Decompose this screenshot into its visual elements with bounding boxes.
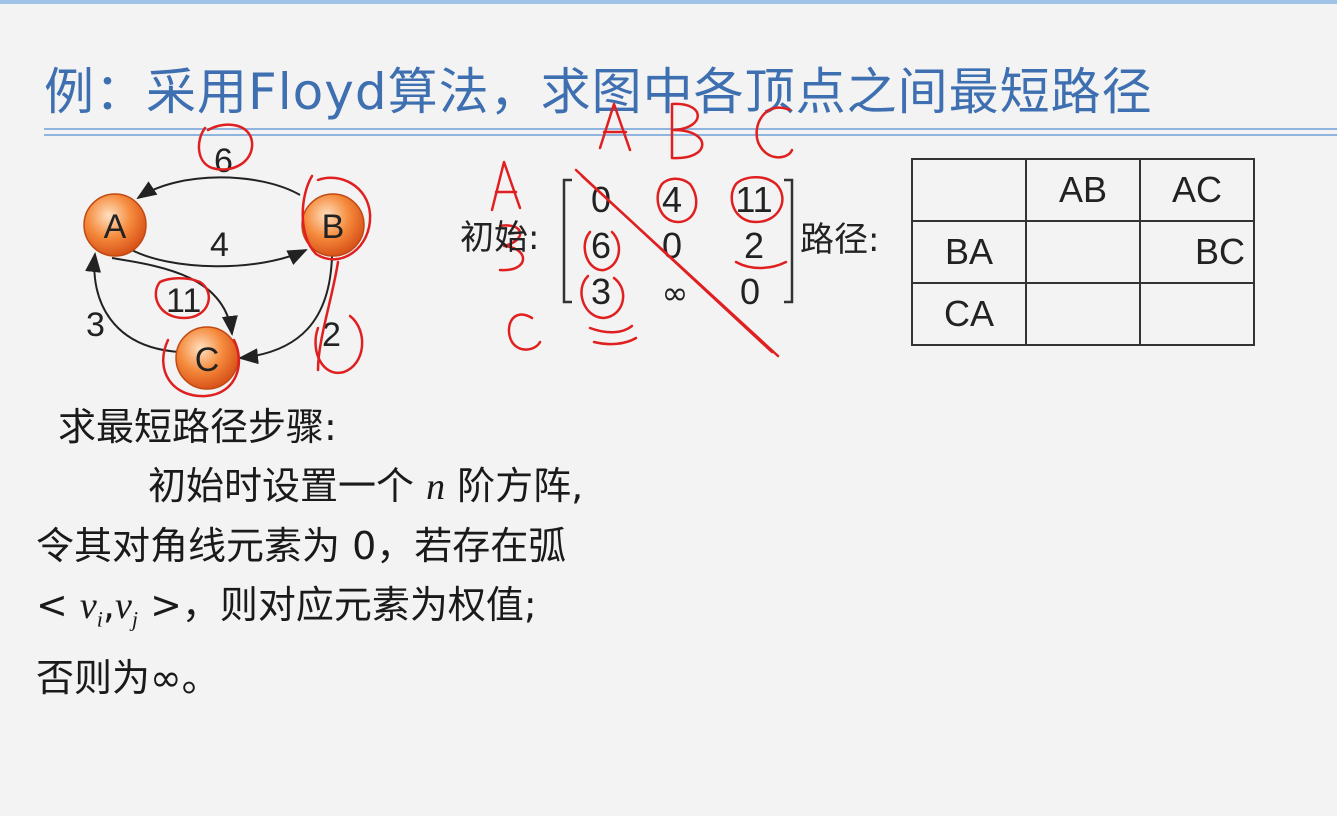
table-cell: AC	[1139, 158, 1255, 222]
edge-weight: 4	[210, 226, 229, 264]
node-B: B	[301, 193, 365, 257]
steps-text-fragment: ,	[102, 583, 116, 627]
table-row: CA	[911, 282, 1255, 346]
title-rule	[44, 134, 1337, 136]
matrix-cell: 2	[744, 225, 764, 266]
steps-line: 令其对角线元素为 0，若存在弧	[36, 524, 567, 568]
matrix-left-bracket	[562, 178, 572, 304]
node-label: C	[195, 341, 220, 379]
edge-C-A	[85, 252, 181, 353]
path-table: AB AC BA BC CA	[911, 158, 1255, 346]
steps-text: 求最短路径步骤: 初始时设置一个 n 阶方阵, 令其对角线元素为 0，若存在弧 …	[36, 398, 583, 708]
subscript-i: i	[96, 606, 103, 632]
table-row: AB AC	[911, 158, 1255, 222]
steps-text-fragment: <	[36, 583, 80, 627]
node-C: C	[175, 326, 239, 390]
matrix-label: 初始:	[460, 218, 540, 258]
steps-line: 否则为∞。	[36, 655, 220, 700]
table-cell	[1025, 282, 1141, 346]
edge-B-C	[238, 255, 333, 365]
steps-text-fragment: 初始时设置一个	[148, 464, 427, 508]
steps-line: 初始时设置一个 n 阶方阵,	[36, 457, 583, 517]
table-cell	[911, 158, 1027, 222]
edge-weight: 11	[166, 282, 201, 320]
table-cell: BC	[1139, 220, 1255, 284]
handwritten-annotations	[154, 102, 794, 398]
title-rule	[44, 128, 1337, 130]
table-cell: CA	[911, 282, 1027, 346]
table-cell	[1025, 220, 1141, 284]
top-strip	[0, 0, 1337, 4]
matrix-cell: 4	[662, 179, 682, 220]
edge-weight: 3	[86, 306, 105, 344]
steps-heading: 求最短路径步骤:	[58, 405, 337, 449]
matrix-right-bracket	[784, 178, 794, 304]
steps-line: < vi,vj >，则对应元素为权值;	[36, 576, 583, 649]
table-cell: AB	[1025, 158, 1141, 222]
variable-n: n	[426, 466, 446, 508]
matrix-cell: 11	[735, 179, 772, 220]
steps-text-fragment: >，则对应元素为权值;	[138, 583, 537, 627]
table-cell: BA	[911, 220, 1027, 284]
edge-weight: 2	[322, 316, 341, 354]
matrix-cell: ∞	[662, 274, 689, 312]
variable-v: v	[79, 585, 97, 627]
steps-text-fragment: 阶方阵,	[445, 464, 584, 508]
table-row: BA BC	[911, 220, 1255, 284]
edge-weight: 6	[214, 142, 233, 180]
node-A: A	[83, 193, 147, 257]
table-cell	[1139, 282, 1255, 346]
slide-title: 例：采用Floyd算法，求图中各顶点之间最短路径	[44, 63, 1153, 121]
variable-v: v	[115, 585, 132, 627]
matrix-cell: 0	[740, 271, 760, 312]
matrix-cell: 3	[591, 271, 611, 312]
edge-B-A	[136, 176, 301, 200]
edge-A-B	[127, 247, 308, 268]
subscript-j: j	[131, 606, 139, 632]
node-label: A	[104, 208, 127, 246]
node-label: B	[322, 208, 345, 246]
edge-A-C	[111, 257, 238, 336]
matrix-cell: 6	[591, 225, 611, 266]
path-label: 路径:	[800, 220, 880, 260]
